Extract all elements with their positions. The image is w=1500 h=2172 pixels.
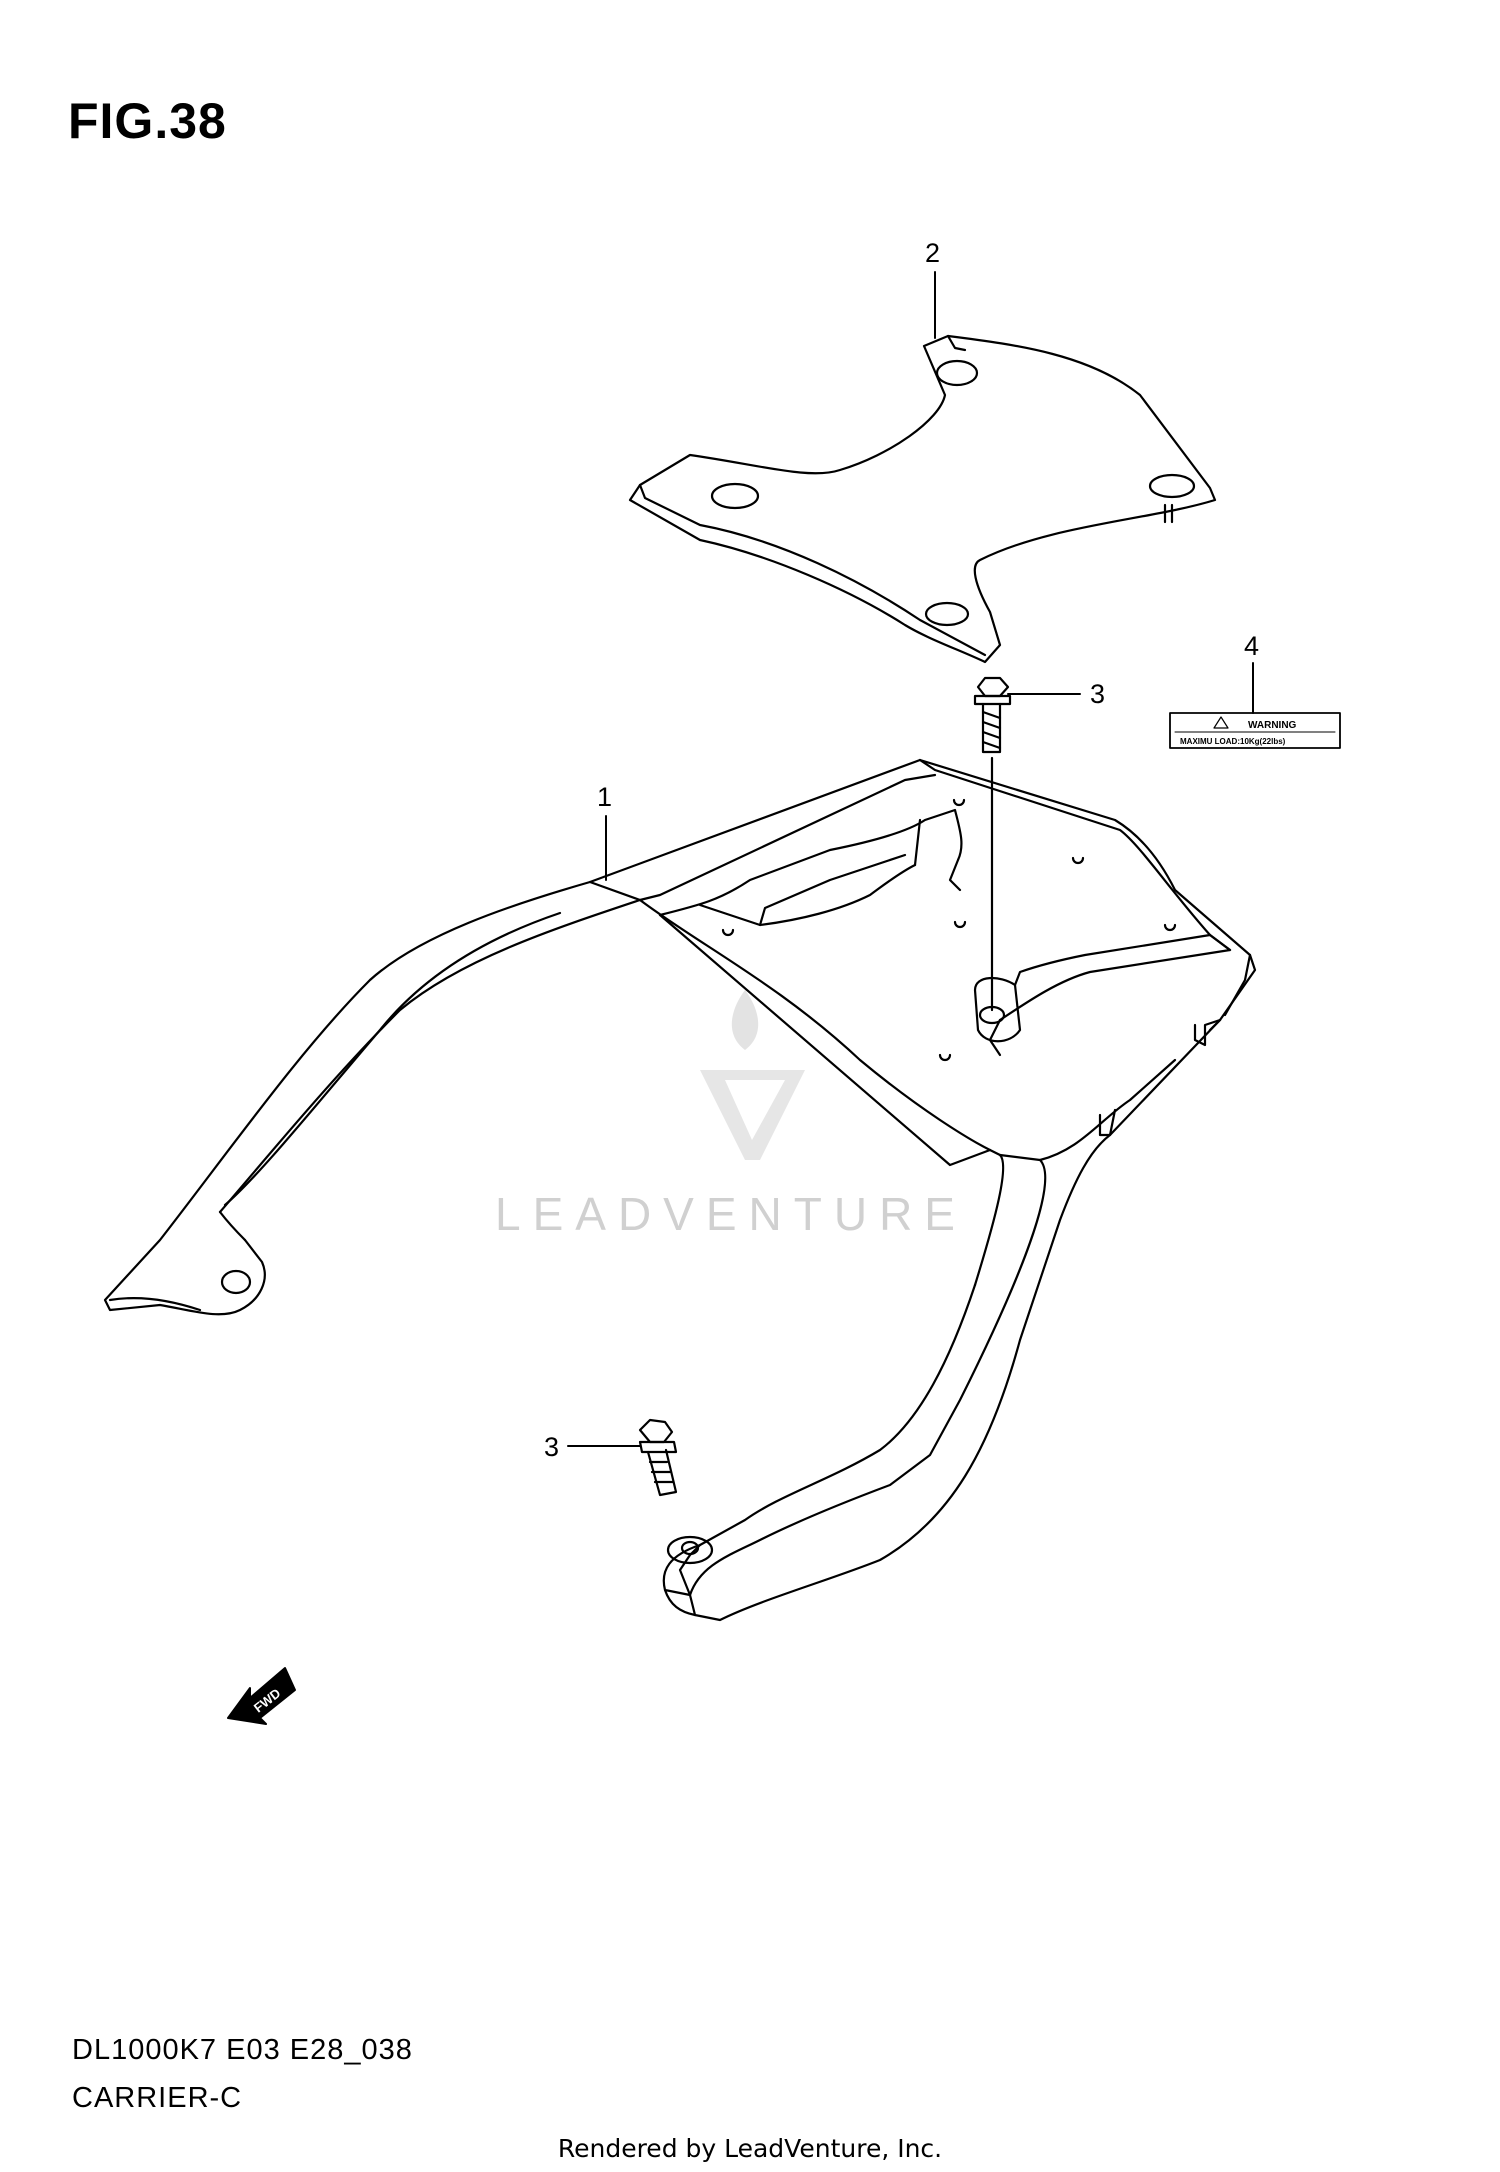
section-name: CARRIER-C <box>72 2082 243 2114</box>
bolt-upper-part <box>973 676 1012 1012</box>
rear-carrier-frame-part <box>103 758 1257 1622</box>
rendered-by-credit: Rendered by LeadVenture, Inc. <box>557 2134 943 2163</box>
warning-label-part <box>1169 712 1341 749</box>
model-code: DL1000K7 E03 E28_038 <box>72 2034 413 2066</box>
warning-label-heading: WARNING <box>1248 720 1297 731</box>
watermark-text: LEADVENTURE <box>495 1188 967 1240</box>
watermark-logo-icon <box>700 990 805 1160</box>
callout-1: 1 <box>597 782 612 812</box>
warning-triangle-icon <box>1213 716 1229 729</box>
figure-title: FIG.38 <box>68 93 227 149</box>
leader-lines <box>567 271 1254 1447</box>
callout-4: 4 <box>1244 631 1259 661</box>
callout-3-lower: 3 <box>544 1432 559 1462</box>
watermark: LEADVENTURE <box>495 990 967 1240</box>
warning-label-text: MAXIMU LOAD:10Kg(22lbs) <box>1180 737 1286 746</box>
callout-2: 2 <box>925 238 940 268</box>
carrier-plate-part <box>628 334 1217 664</box>
callout-3-upper: 3 <box>1090 679 1105 709</box>
bolt-lower-part <box>638 1418 678 1497</box>
fwd-arrow-icon: FWD <box>227 1667 296 1725</box>
